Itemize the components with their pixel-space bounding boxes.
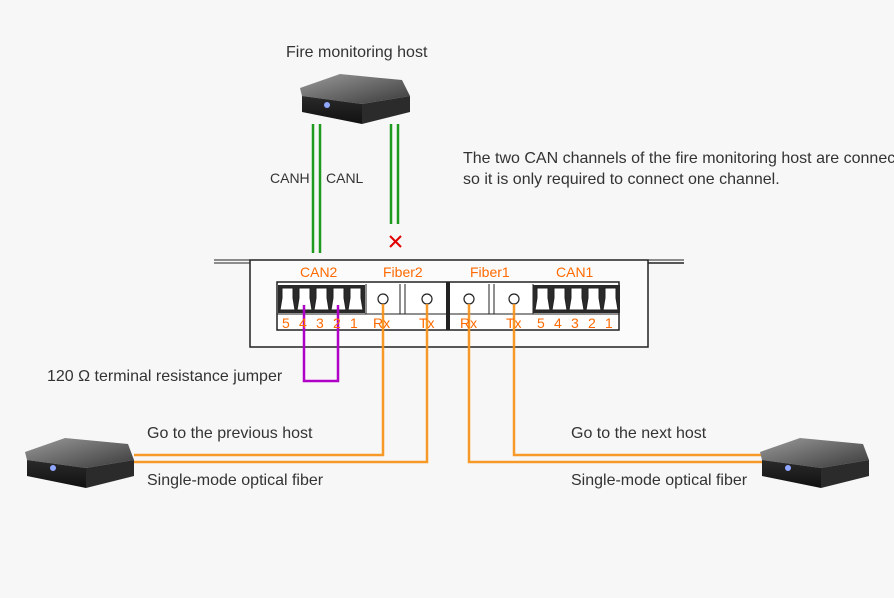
fiber2-tx-label: Tx: [419, 315, 435, 331]
fiber1-tx-port-icon: [508, 293, 520, 305]
can2-terminal-block: [278, 285, 365, 313]
pin-number: 1: [605, 315, 613, 331]
disconnected-cross-icon: [389, 235, 402, 248]
fiber2-rx-line: [134, 304, 385, 457]
fiber1-rx-label: Rx: [460, 315, 478, 331]
terminal-slot-icon: [330, 287, 347, 311]
terminal-slot-icon: [602, 287, 619, 311]
pin-number: 5: [282, 315, 290, 331]
terminal-slot-icon: [313, 287, 330, 311]
pin-number: 2: [588, 315, 596, 331]
next-host-label: Go to the next host: [571, 425, 707, 442]
can1-terminal-block: [533, 285, 620, 313]
pin-number: 2: [333, 315, 341, 331]
previous-host-device-icon: [25, 438, 134, 488]
fiber1-rx-line: [467, 304, 762, 464]
fiber2-tx-line: [134, 304, 429, 464]
terminal-slot-icon: [585, 287, 602, 311]
pin-number: 4: [554, 315, 562, 331]
previous-host-label: Go to the previous host: [147, 425, 313, 442]
terminal-slot-icon: [534, 287, 551, 311]
pin-number: 1: [350, 315, 358, 331]
fiber-right-label: Single-mode optical fiber: [571, 472, 748, 489]
top-host-device-icon: [300, 74, 410, 124]
terminal-slot-icon: [551, 287, 568, 311]
next-host-device-icon: [760, 438, 869, 488]
terminal-slot-icon: [347, 287, 364, 311]
pin-number: 3: [571, 315, 579, 331]
canh-label: CANH: [270, 170, 310, 186]
fiber-left-label: Single-mode optical fiber: [147, 472, 324, 489]
canl-label: CANL: [326, 170, 364, 186]
fiber2-rx-port-icon: [377, 293, 389, 305]
terminal-slot-icon: [568, 287, 585, 311]
optical-fibers: [134, 304, 762, 464]
fiber2-tx-port-icon: [421, 293, 433, 305]
fiber1-rx-port-icon: [463, 293, 475, 305]
can-wires: [311, 124, 400, 253]
note-line-1: The two CAN channels of the fire monitor…: [463, 150, 894, 167]
terminal-resistance-jumper: [302, 305, 340, 383]
jumper-label: 120 Ω terminal resistance jumper: [47, 368, 283, 385]
fiber1-tx-line: [512, 304, 762, 457]
pin-number: 3: [316, 315, 324, 331]
top-host-label: Fire monitoring host: [286, 44, 428, 61]
can1-label: CAN1: [556, 264, 594, 280]
fiber1-label: Fiber1: [470, 264, 510, 280]
terminal-slot-icon: [296, 287, 313, 311]
pin-number: 4: [299, 315, 307, 331]
can2-label: CAN2: [300, 264, 338, 280]
pin-number: 5: [537, 315, 545, 331]
note-line-2: so it is only required to connect one ch…: [463, 171, 780, 188]
terminal-slot-icon: [279, 287, 296, 311]
fiber2-rx-label: Rx: [373, 315, 391, 331]
fiber2-label: Fiber2: [383, 264, 423, 280]
fiber1-tx-label: Tx: [506, 315, 522, 331]
